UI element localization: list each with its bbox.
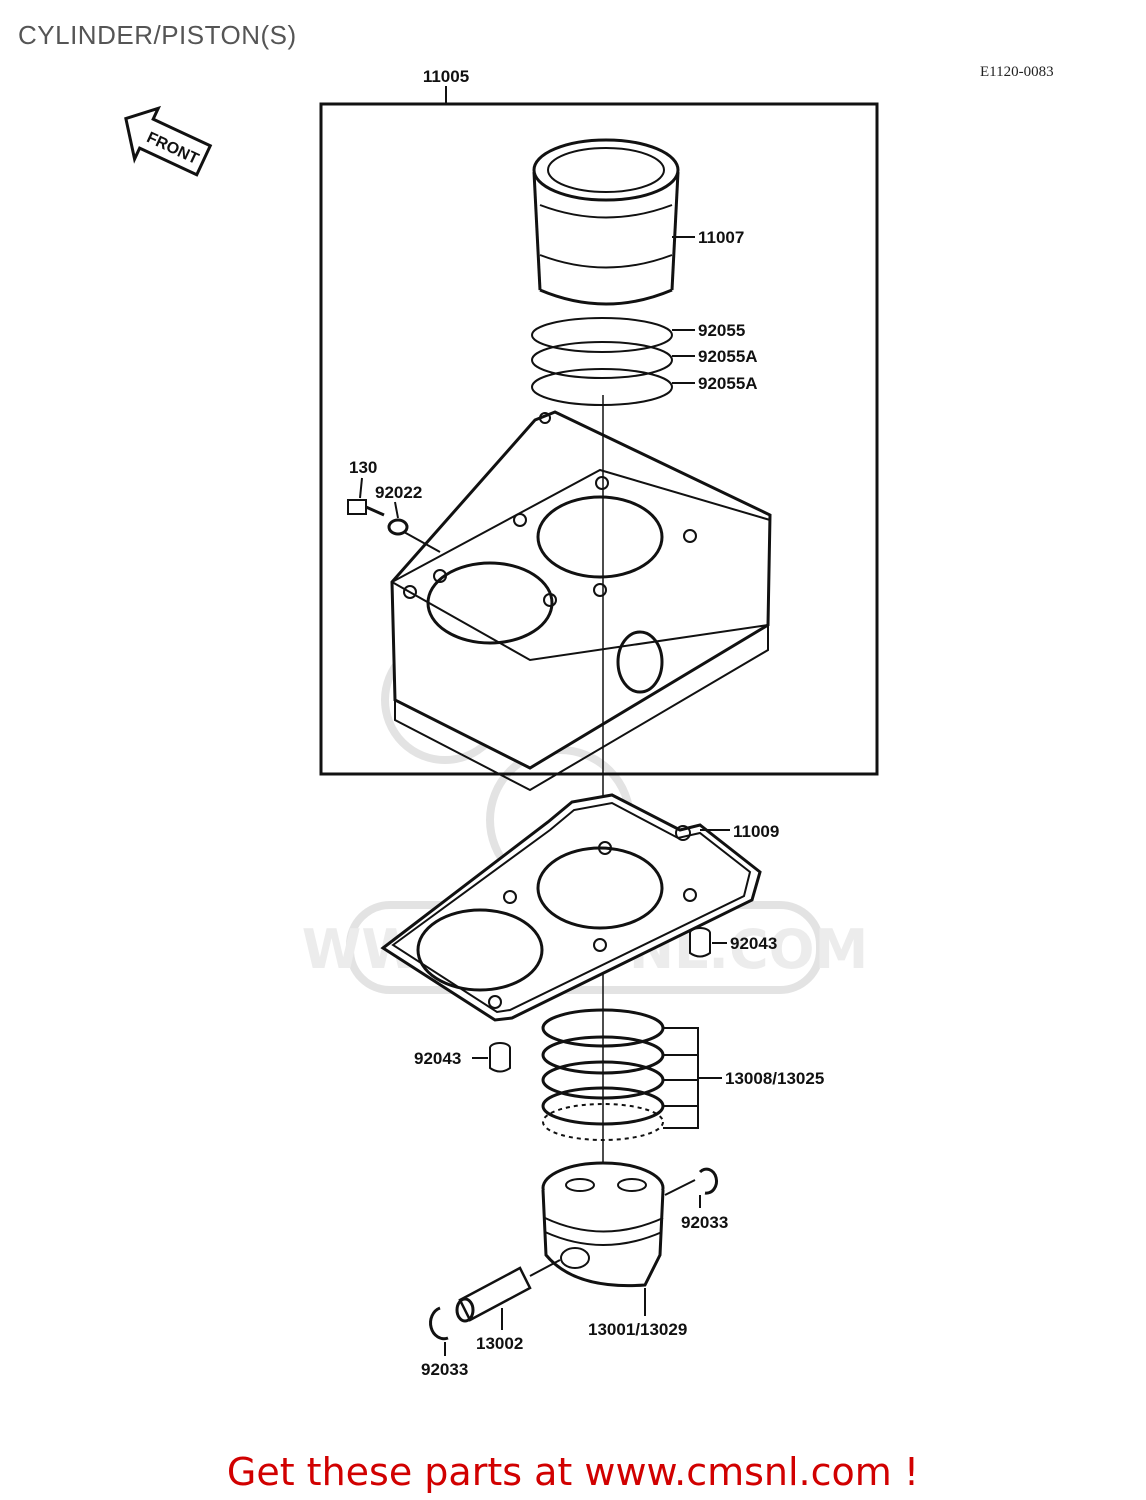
dowel-pin-92043-left [489, 1042, 511, 1073]
page-title: CYLINDER/PISTON(S) [18, 20, 297, 50]
part-label-92055a-1: 92055A [698, 347, 758, 366]
bolt-130 [347, 499, 385, 517]
footer-cta-link[interactable]: Get these parts at www.cmsnl.com ! [226, 1450, 920, 1494]
part-label-92055a-2: 92055A [698, 374, 758, 393]
washer-92022 [387, 518, 409, 536]
diagram-reference-code: E1120-0083 [980, 64, 1054, 80]
part-label-13008-13025: 13008/13025 [725, 1069, 824, 1088]
cylinder-block [390, 410, 772, 792]
part-label-92043-right: 92043 [730, 934, 777, 953]
cylinder-base-gasket-11009 [380, 793, 762, 1022]
part-label-11009: 11009 [733, 822, 779, 841]
circlip-92033-left [429, 1306, 449, 1341]
part-label-13001-13029: 13001/13029 [588, 1320, 687, 1339]
front-direction-arrow: FRONT [124, 105, 213, 177]
part-label-11007: 11007 [698, 228, 744, 247]
o-rings-92055 [531, 317, 673, 406]
part-label-11005: 11005 [423, 67, 469, 86]
piston-pin-13002 [455, 1259, 561, 1323]
part-label-92033-left: 92033 [421, 1360, 468, 1379]
part-label-92055: 92055 [698, 321, 745, 340]
part-label-13002: 13002 [476, 1334, 523, 1353]
part-label-130: 130 [349, 458, 377, 477]
piston-13001 [541, 1161, 665, 1288]
cylinder-sleeve-11007 [532, 138, 680, 306]
exploded-parts-diagram: WWW.CMSNL.COM FRONT 11005 11007 92055 92… [124, 67, 879, 1379]
cylinder-assembly-box [319, 102, 879, 776]
part-label-92022: 92022 [375, 483, 422, 502]
part-label-92043-left: 92043 [414, 1049, 461, 1068]
part-label-92033-right: 92033 [681, 1213, 728, 1232]
circlip-92033-right [698, 1167, 718, 1195]
dowel-pin-92043-right [689, 927, 711, 958]
